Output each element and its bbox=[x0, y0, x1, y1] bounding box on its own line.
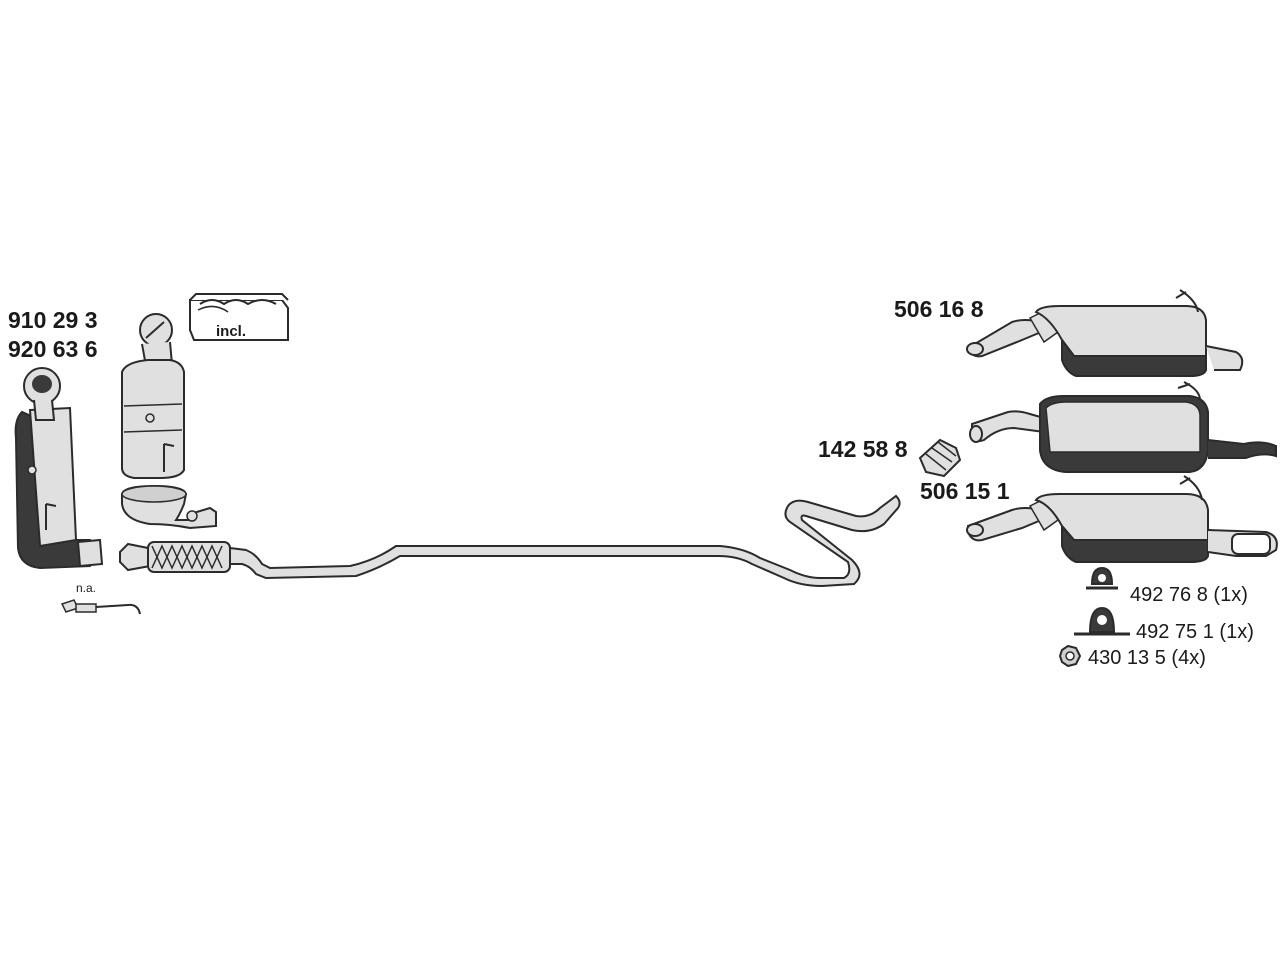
lambda-sensor bbox=[60, 599, 141, 615]
rear-muffler-middle bbox=[969, 381, 1277, 473]
label-incl: incl. bbox=[216, 323, 246, 340]
incl-box bbox=[189, 293, 289, 341]
label-506-15-1: 506 15 1 bbox=[920, 478, 1010, 504]
label-142-58-8: 142 58 8 bbox=[818, 436, 908, 462]
label-920-63-6: 920 63 6 bbox=[8, 336, 98, 362]
catalytic-converter-middle bbox=[121, 313, 217, 530]
rubber-mount-492751 bbox=[1074, 606, 1130, 636]
label-910-29-3: 910 29 3 bbox=[8, 307, 98, 333]
pipe-clamp bbox=[918, 438, 962, 478]
label-430-13-5: 430 13 5 (4x) bbox=[1088, 647, 1206, 669]
front-pipe bbox=[119, 494, 901, 588]
label-492-76-8: 492 76 8 (1x) bbox=[1130, 584, 1248, 606]
label-na: n.a. bbox=[76, 581, 96, 595]
label-506-16-8: 506 16 8 bbox=[894, 296, 984, 322]
label-492-75-1: 492 75 1 (1x) bbox=[1136, 621, 1254, 643]
catalytic-converter-left bbox=[14, 367, 104, 570]
nut-430135 bbox=[1058, 644, 1082, 668]
rear-muffler-top bbox=[966, 289, 1244, 377]
rubber-mount-492768 bbox=[1086, 566, 1118, 590]
rear-muffler-bottom bbox=[966, 475, 1278, 563]
